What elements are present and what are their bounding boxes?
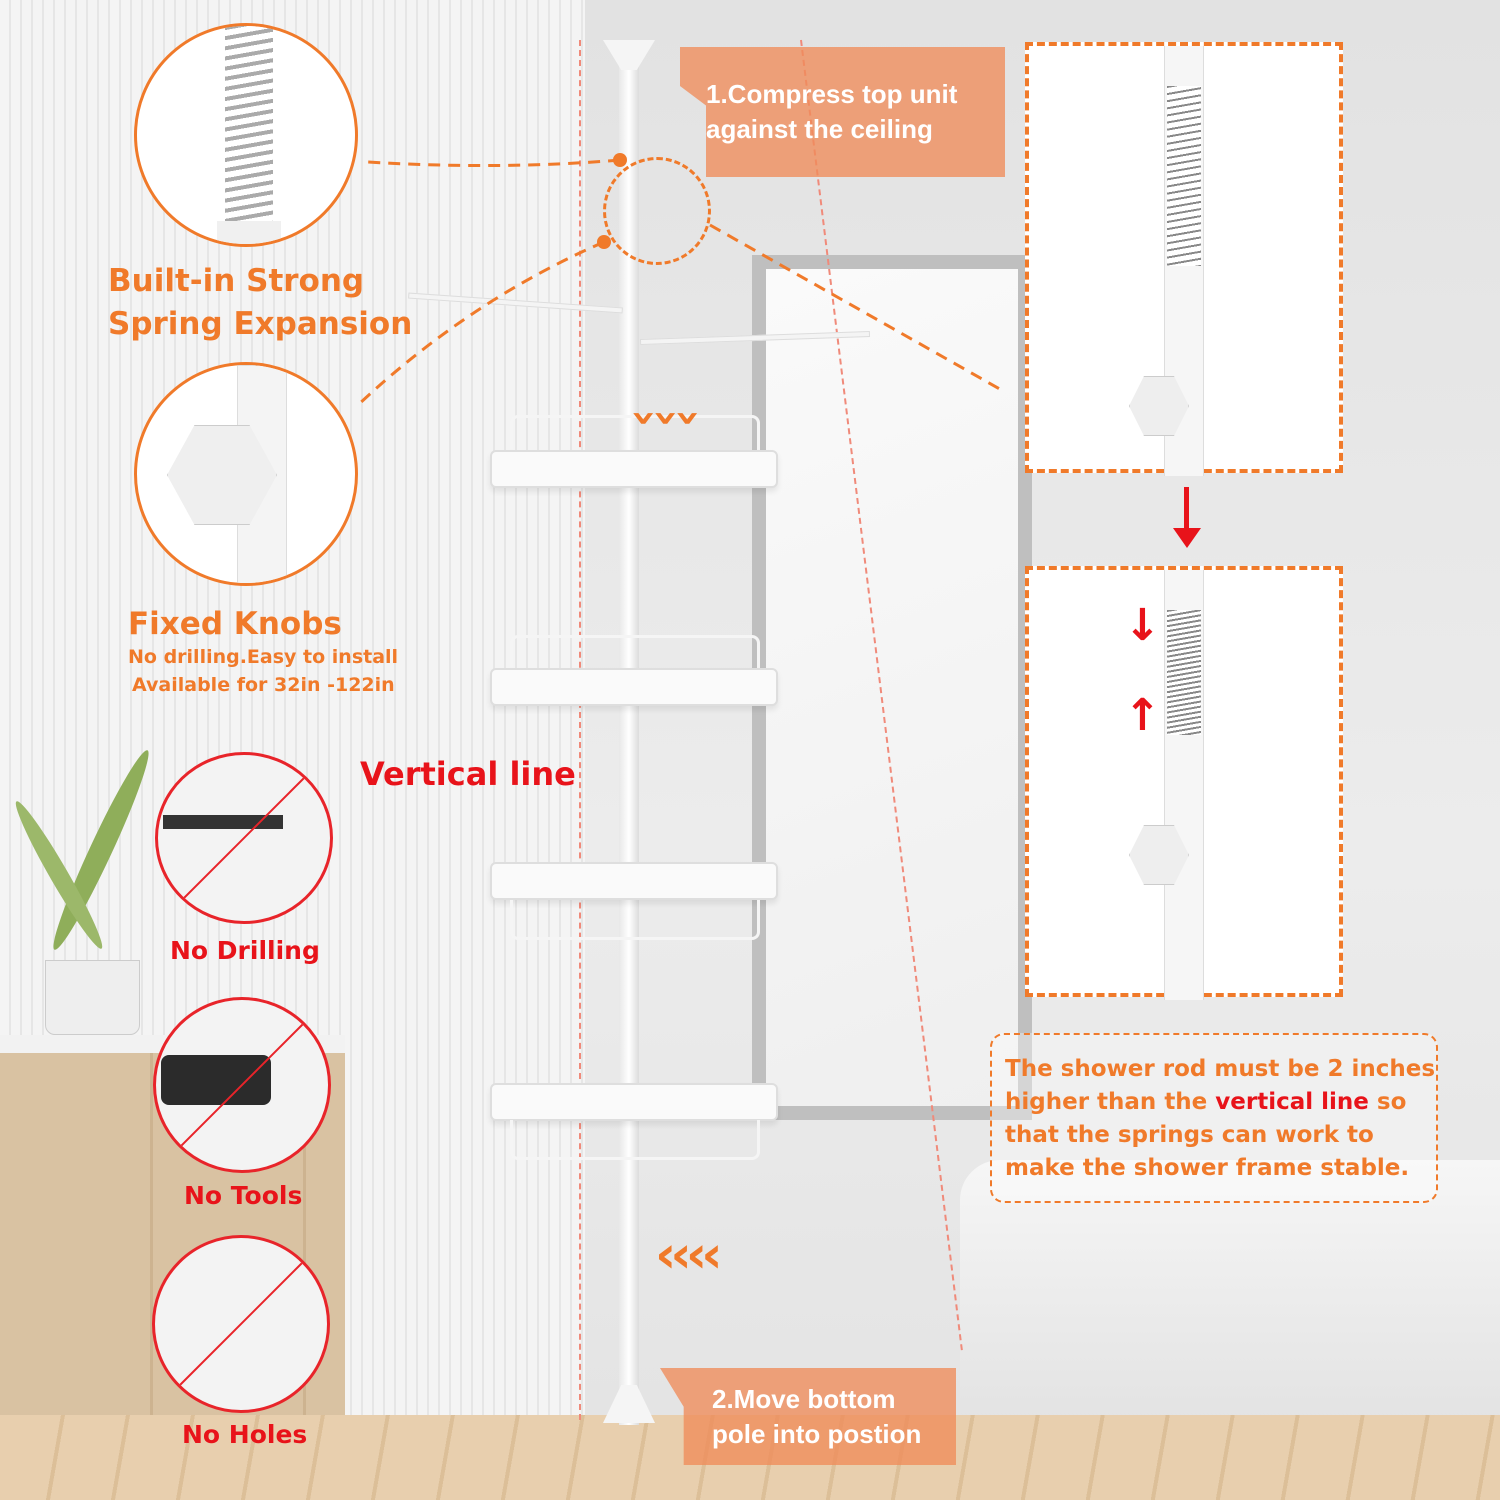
step1-callout: 1.Compress top unit against the ceiling <box>680 47 1005 177</box>
no-tools-label: No Tools <box>184 1181 303 1210</box>
note-highlight: vertical line <box>1215 1089 1369 1115</box>
no-holes-label: No Holes <box>182 1420 308 1449</box>
shelf-rail <box>510 635 760 675</box>
knobs-title: Fixed Knobs <box>128 606 342 642</box>
spring-icon <box>225 26 273 226</box>
plant-pot <box>45 960 140 1035</box>
no-tools-image <box>153 997 331 1173</box>
no-holes-image <box>152 1235 330 1413</box>
knob-icon <box>1129 376 1189 436</box>
knob-icon <box>1129 825 1189 885</box>
shelf <box>490 1083 778 1121</box>
knobs-feature-label: Fixed Knobs No drilling.Easy to install … <box>128 606 399 696</box>
shelf-rail <box>510 900 760 940</box>
compress-down-arrow-icon: ↓ <box>1124 600 1161 651</box>
installation-note: The shower rod must be 2 inches higher t… <box>990 1033 1438 1203</box>
spring-icon <box>1167 610 1201 735</box>
arrow-to-spring-circle <box>367 158 621 168</box>
drill-icon <box>161 1055 271 1105</box>
no-drilling-label: No Drilling <box>170 936 320 965</box>
step2-callout: 2.Move bottom pole into postion <box>660 1368 956 1465</box>
shower-pole <box>619 40 639 1425</box>
shelf <box>490 450 778 488</box>
shelf <box>490 668 778 706</box>
down-arrow-icon <box>1184 487 1189 532</box>
spring-detail-image <box>134 23 358 247</box>
before-compression-panel <box>1025 42 1343 476</box>
down-arrow-head <box>1173 528 1201 548</box>
shelf-rail <box>510 415 760 455</box>
vertical-guide-line <box>579 40 581 1420</box>
no-drilling-image <box>155 752 333 924</box>
bathtub <box>960 1160 1500 1420</box>
spring-feature-label: Built-in Strong Spring Expansion <box>108 263 413 342</box>
arrow-to-panel <box>709 223 1006 394</box>
spring-highlight-circle <box>603 157 711 265</box>
arrow-to-knob-circle <box>356 240 605 407</box>
window <box>752 255 1032 1120</box>
shelf <box>490 862 778 900</box>
vertical-line-label: Vertical line <box>360 755 576 793</box>
dashed-arrows <box>356 153 1006 407</box>
compress-up-arrow-icon: ↑ <box>1124 690 1161 741</box>
knob-detail-image <box>134 362 358 586</box>
screwdriver-icon <box>163 815 283 829</box>
shelf-rail <box>510 1120 760 1160</box>
after-compression-panel: ↓ ↑ <box>1025 566 1343 1000</box>
left-chevrons-icon: ‹‹‹‹ <box>655 1225 723 1285</box>
spring-icon <box>1167 86 1201 266</box>
